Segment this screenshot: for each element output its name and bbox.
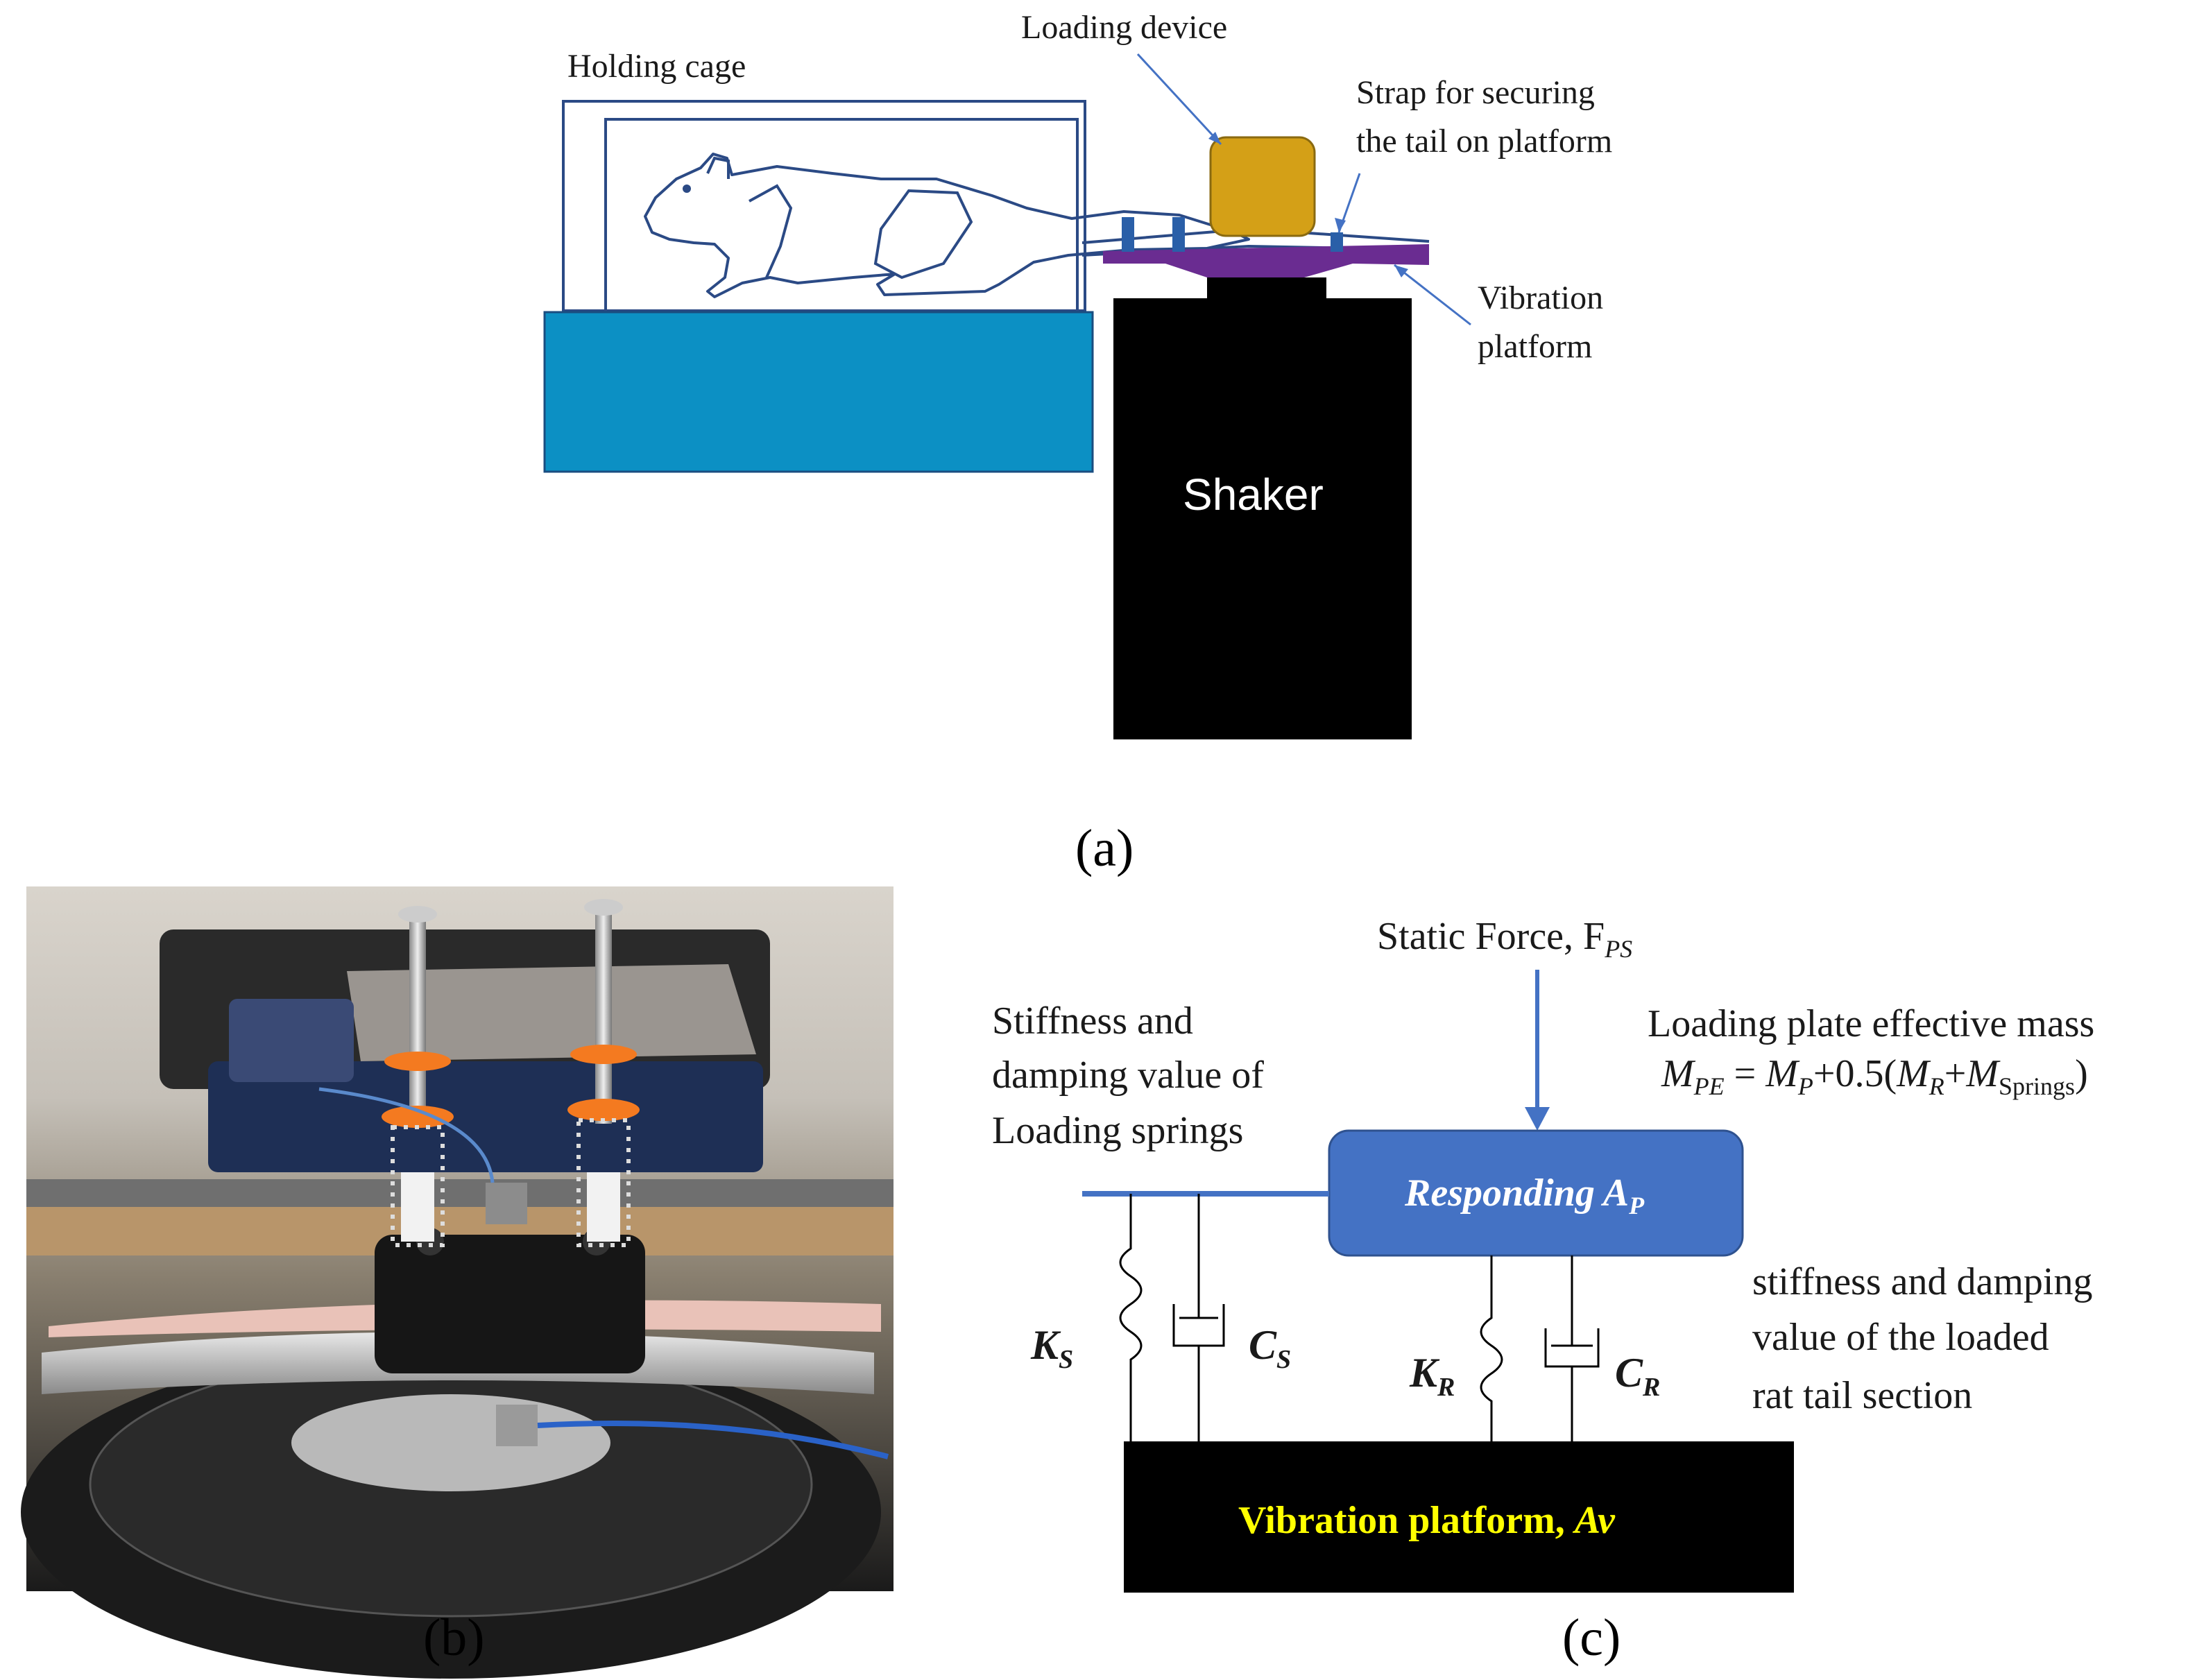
strap-1 xyxy=(1122,217,1134,252)
shaker-label: Shaker xyxy=(1183,470,1324,520)
shaker-mount xyxy=(1207,277,1326,298)
caption-a: (a) xyxy=(1075,819,1134,877)
kr-label: KR xyxy=(1410,1350,1455,1402)
tail-label-line2: value of the loaded xyxy=(1752,1316,2049,1359)
strap-3 xyxy=(1331,232,1343,252)
strap-label-line1: Strap for securing xyxy=(1356,74,1595,111)
rat-hind-leg xyxy=(873,189,973,280)
loading-device xyxy=(1209,136,1316,237)
spring-kr xyxy=(1480,1255,1503,1441)
base-block xyxy=(543,311,1094,473)
left-screw-assembly xyxy=(382,906,454,1247)
cs-label: CS xyxy=(1249,1322,1292,1374)
cr-label: CR xyxy=(1615,1350,1661,1402)
effective-mass-equation: MPE = MP+0.5(MR+MSprings) xyxy=(1661,1052,2088,1101)
tail-label-line1: stiffness and damping xyxy=(1752,1260,2093,1303)
damper-cr xyxy=(1544,1255,1600,1441)
platform-label: Vibration platform, Av xyxy=(1238,1499,1615,1542)
damper-cs xyxy=(1172,1194,1225,1441)
springs-label-line2: damping value of xyxy=(992,1054,1264,1097)
caption-c: (c) xyxy=(1562,1609,1621,1667)
vibration-platform-label-line2: platform xyxy=(1478,328,1593,365)
holding-cage-label: Holding cage xyxy=(567,48,746,85)
ks-label: KS xyxy=(1031,1322,1074,1374)
right-screw-assembly xyxy=(567,899,640,1247)
rat-ear xyxy=(706,156,730,179)
rat-outline xyxy=(644,153,1250,298)
rat-eye xyxy=(683,185,691,193)
panel-a-drawing xyxy=(543,53,1471,739)
rat-front-leg xyxy=(749,184,793,278)
effective-mass-title: Loading plate effective mass xyxy=(1648,1002,2095,1045)
spring-ks xyxy=(1119,1194,1143,1441)
springs-label-line3: Loading springs xyxy=(992,1109,1244,1152)
strap-2 xyxy=(1172,217,1185,252)
tail-label-line3: rat tail section xyxy=(1752,1374,1973,1417)
springs-label-line1: Stiffness and xyxy=(992,1000,1193,1043)
vibration-platform-label-line1: Vibration xyxy=(1478,280,1604,316)
vibration-platform-shape xyxy=(1103,244,1429,277)
caption-b: (b) xyxy=(423,1609,485,1667)
strap-label-line2: the tail on platform xyxy=(1356,123,1613,160)
loading-device-label: Loading device xyxy=(1021,9,1228,46)
static-force-label: Static Force, FPS xyxy=(1377,915,1633,963)
shaker-body xyxy=(1113,298,1412,739)
holding-cage-inner xyxy=(604,118,1079,312)
responding-label: Responding AP xyxy=(1405,1172,1645,1220)
vibration-platform-block xyxy=(1124,1441,1794,1593)
